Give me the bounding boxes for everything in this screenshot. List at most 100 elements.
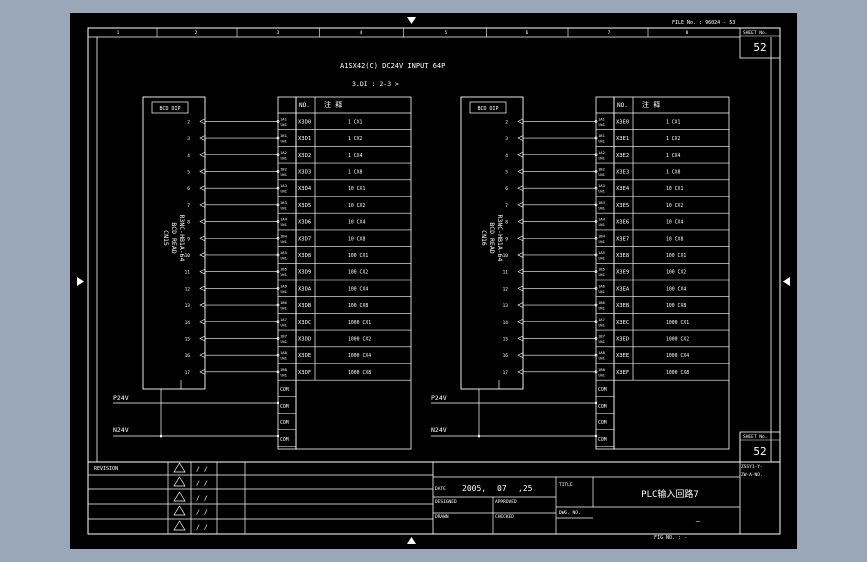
sheet-background bbox=[70, 13, 797, 549]
terminal-node bbox=[276, 253, 280, 257]
io-address: X3EA bbox=[616, 286, 630, 292]
pin-number: 17 bbox=[503, 370, 509, 376]
io-description: 1 CX8 bbox=[348, 169, 363, 175]
col-tick-label: 3 bbox=[277, 30, 280, 36]
date-day: ,25 bbox=[518, 484, 533, 493]
terminal-tag: 1A1 bbox=[280, 116, 288, 121]
com-tag: COM bbox=[280, 437, 289, 443]
sheet-no-label-top: SHEET No. bbox=[743, 30, 767, 36]
terminal-node bbox=[276, 119, 280, 123]
terminal-node bbox=[594, 186, 598, 190]
io-address: X3D9 bbox=[298, 270, 311, 276]
io-description: 100 CX4 bbox=[348, 286, 368, 292]
pin-number: 5 bbox=[187, 169, 190, 175]
terminal-tag-sub: lN1 bbox=[280, 372, 288, 377]
col-tick-label: 1 bbox=[117, 30, 120, 36]
terminal-tag-sub: lN1 bbox=[598, 239, 606, 244]
pin-number: 10 bbox=[185, 253, 191, 259]
pin-number: 2 bbox=[187, 119, 190, 125]
terminal-tag-sub: lN1 bbox=[280, 222, 288, 227]
rail-junction bbox=[276, 434, 280, 438]
io-address: X3DB bbox=[298, 303, 312, 309]
io-address: X3DF bbox=[298, 370, 311, 376]
terminal-node bbox=[594, 286, 598, 290]
pin-number: 9 bbox=[187, 236, 190, 242]
io-description: 100 CX4 bbox=[666, 286, 686, 292]
io-address: X3D2 bbox=[298, 153, 311, 159]
terminal-tag: 1A7 bbox=[598, 317, 605, 322]
terminal-node bbox=[594, 270, 598, 274]
io-description: 10 CX2 bbox=[666, 203, 683, 209]
pin-number: 9 bbox=[505, 236, 508, 242]
bcd-label-box bbox=[469, 101, 507, 114]
io-description: 1 CX8 bbox=[666, 169, 681, 175]
io-description: 100 CX1 bbox=[348, 253, 368, 259]
terminal-tag: 1B4 bbox=[280, 233, 288, 238]
title-label: TITLE bbox=[559, 482, 573, 488]
revision-rows: / // // // // / bbox=[173, 462, 208, 531]
terminal-tag-sub: lN1 bbox=[598, 139, 606, 144]
io-description: 10 CX8 bbox=[348, 236, 365, 242]
right-center-arrow bbox=[783, 277, 790, 286]
terminal-node bbox=[594, 236, 598, 240]
terminal-tag-sub: lN1 bbox=[280, 155, 288, 160]
top-center-arrow bbox=[407, 17, 416, 24]
revision-date: / / bbox=[196, 508, 208, 516]
terminal-tag: 1B5 bbox=[598, 267, 605, 272]
col-tick-label: 8 bbox=[686, 30, 689, 36]
terminal-node bbox=[594, 153, 598, 157]
io-address: X3DC bbox=[298, 320, 311, 326]
terminal-tag: 1B7 bbox=[598, 333, 605, 338]
terminal-tag: 1B2 bbox=[280, 166, 287, 171]
terminal-tag-sub: lN1 bbox=[598, 272, 606, 277]
rail-label-p24: P24V bbox=[431, 394, 447, 402]
module-title: A1SX42(C) DC24V INPUT 64P bbox=[340, 62, 445, 70]
terminal-tag-sub: lN1 bbox=[280, 339, 288, 344]
io-description: 1 CX4 bbox=[666, 153, 681, 159]
io-description: 1000 CX1 bbox=[348, 320, 371, 326]
terminal-tag: 1B6 bbox=[280, 300, 288, 305]
connector-label-line: BCD READ bbox=[488, 222, 496, 253]
terminal-node bbox=[594, 170, 598, 173]
io-description: 1000 CX2 bbox=[666, 336, 689, 342]
col-tick-label: 7 bbox=[608, 30, 611, 36]
drawing-title: PLC输入回路7 bbox=[641, 488, 699, 500]
io-description: 1 CX1 bbox=[348, 119, 363, 125]
io-address: X3EE bbox=[616, 353, 629, 359]
io-address: X3E5 bbox=[616, 203, 629, 209]
terminal-node bbox=[276, 136, 280, 140]
terminal-node bbox=[594, 303, 598, 307]
io-description: 10 CX8 bbox=[666, 236, 683, 242]
terminal-tag: 1B8 bbox=[280, 367, 288, 372]
com-tag: COM bbox=[598, 420, 607, 426]
terminal-tag-sub: lN1 bbox=[598, 155, 606, 160]
terminal-node bbox=[594, 320, 598, 324]
io-address: X3D5 bbox=[298, 203, 311, 209]
com-tag: COM bbox=[280, 420, 289, 426]
left-center-arrow bbox=[77, 277, 84, 286]
io-description: 1000 CX4 bbox=[348, 353, 371, 359]
io-description: 1 CX1 bbox=[666, 119, 681, 125]
terminal-tag-sub: lN1 bbox=[280, 139, 288, 144]
terminal-tag-sub: lN1 bbox=[280, 205, 288, 210]
io-description: 1 CX2 bbox=[348, 136, 363, 142]
connector-label-line: R3NC-HB1A-64 bbox=[496, 215, 504, 262]
io-description: 1000 CX8 bbox=[666, 370, 689, 376]
terminal-tag-sub: lN1 bbox=[280, 122, 288, 127]
pin-number: 11 bbox=[503, 270, 509, 276]
fig-no: FIG NO. : - bbox=[654, 535, 687, 541]
terminal-node bbox=[276, 220, 280, 223]
com-tag: COM bbox=[598, 437, 607, 443]
terminal-tag-sub: lN1 bbox=[598, 339, 606, 344]
com-tag: COM bbox=[280, 404, 289, 410]
terminal-node bbox=[594, 353, 598, 357]
io-description: 100 CX2 bbox=[348, 270, 368, 276]
terminal-node bbox=[276, 337, 280, 340]
terminal-tag: 1B3 bbox=[280, 200, 287, 205]
revision-date: / / bbox=[196, 479, 208, 487]
date-label: DATE bbox=[435, 486, 446, 492]
